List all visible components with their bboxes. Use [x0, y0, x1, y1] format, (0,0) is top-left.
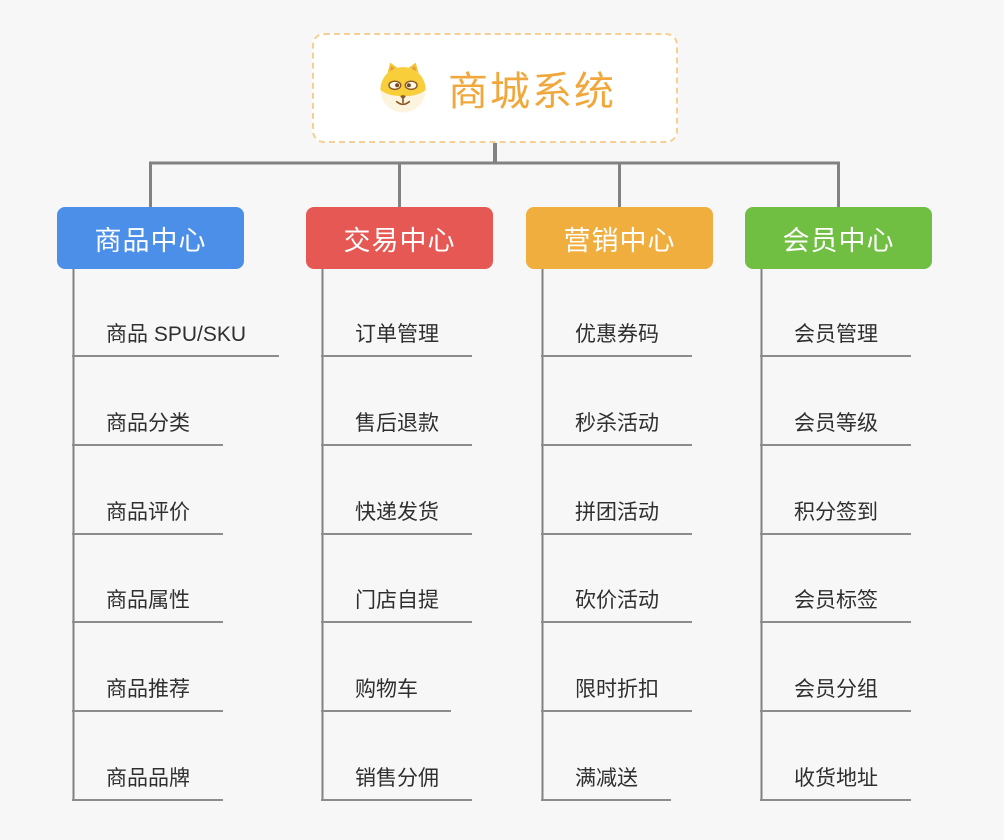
branch-member-center: 会员中心 会员管理 会员等级 积分签到 会员标签 会员分组 收货地址 — [745, 207, 1004, 817]
root-title: 商城系统 — [448, 70, 616, 114]
category-node-trade-center[interactable]: 交易中心 — [306, 207, 493, 269]
leaf-node[interactable]: 商品品牌 — [72, 766, 223, 801]
dog-face-icon — [380, 62, 426, 113]
leaf-node[interactable]: 售后退款 — [321, 411, 472, 446]
leaf-node[interactable]: 会员标签 — [760, 588, 911, 623]
branch-marketing-center: 营销中心 优惠券码 秒杀活动 拼团活动 砍价活动 限时折扣 满减送 — [526, 207, 786, 817]
leaf-node[interactable]: 商品推荐 — [72, 677, 223, 712]
leaf-node[interactable]: 积分签到 — [760, 500, 911, 535]
leaf-node[interactable]: 门店自提 — [321, 588, 472, 623]
leaf-node[interactable]: 秒杀活动 — [541, 411, 692, 446]
leaf-node[interactable]: 销售分佣 — [321, 766, 472, 801]
leaf-node[interactable]: 商品属性 — [72, 588, 223, 623]
leaf-node[interactable]: 商品评价 — [72, 500, 223, 535]
leaf-node[interactable]: 商品分类 — [72, 411, 223, 446]
leaf-node[interactable]: 会员管理 — [760, 322, 911, 357]
category-node-product-center[interactable]: 商品中心 — [57, 207, 244, 269]
leaf-node[interactable]: 拼团活动 — [541, 500, 692, 535]
leaf-node[interactable]: 商品 SPU/SKU — [72, 322, 280, 357]
category-node-marketing-center[interactable]: 营销中心 — [526, 207, 713, 269]
branch-trade-center: 交易中心 订单管理 售后退款 快递发货 门店自提 购物车 销售分佣 — [306, 207, 566, 817]
leaf-node[interactable]: 会员分组 — [760, 677, 911, 712]
branch-product-center: 商品中心 商品 SPU/SKU 商品分类 商品评价 商品属性 商品推荐 商品品牌 — [57, 207, 317, 817]
leaf-node[interactable]: 满减送 — [541, 766, 671, 801]
leaf-node[interactable]: 优惠券码 — [541, 322, 692, 357]
leaf-node[interactable]: 购物车 — [321, 677, 451, 712]
leaf-node[interactable]: 砍价活动 — [541, 588, 692, 623]
leaf-node[interactable]: 收货地址 — [760, 766, 911, 801]
category-node-member-center[interactable]: 会员中心 — [745, 207, 932, 269]
leaf-node[interactable]: 限时折扣 — [541, 677, 692, 712]
root-node-mall-system[interactable]: 商城系统 — [312, 33, 678, 143]
leaf-node[interactable]: 订单管理 — [321, 322, 472, 357]
leaf-node[interactable]: 会员等级 — [760, 411, 911, 446]
leaf-node[interactable]: 快递发货 — [321, 500, 472, 535]
